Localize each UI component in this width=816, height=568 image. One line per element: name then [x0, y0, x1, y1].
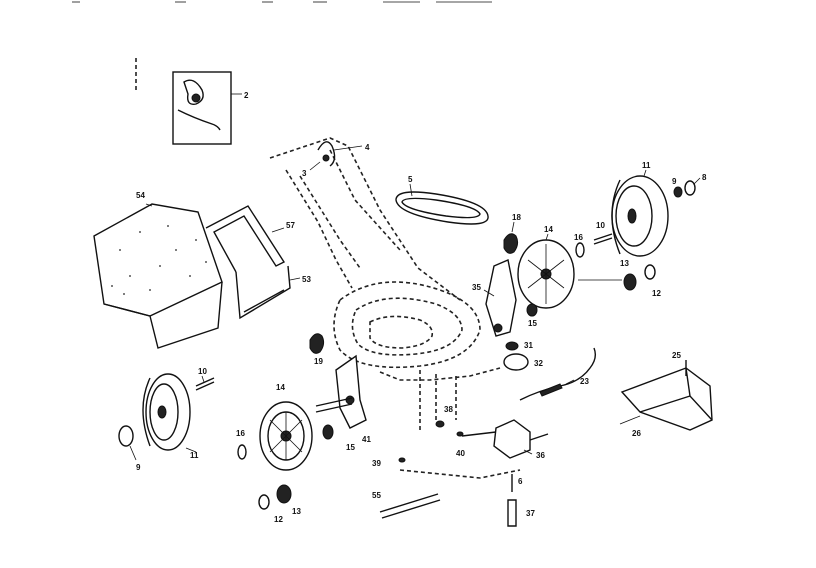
part-54-grass-bag	[93, 203, 223, 349]
part-57-53-bag-frame	[205, 205, 291, 320]
callout-32: 32	[534, 359, 543, 368]
part-15-right	[526, 303, 538, 317]
callout-11-left: 11	[190, 451, 199, 460]
callout-4: 4	[365, 143, 370, 152]
part-23-cable	[519, 347, 597, 401]
callout-23: 23	[580, 377, 589, 386]
callout-10-left: 10	[198, 367, 207, 376]
callout-57: 57	[286, 221, 295, 230]
right-gear-14	[517, 239, 575, 309]
callout-54: 54	[136, 191, 145, 200]
callout-labels: 2 4 3 5 11 8 9 10 16 14 13 12 18 35 15 3…	[136, 91, 707, 524]
callout-12-left: 12	[274, 515, 283, 524]
callout-25: 25	[672, 351, 681, 360]
parts-10-16-right	[575, 233, 613, 258]
parts-9-8-right	[673, 180, 696, 198]
callout-6: 6	[518, 477, 523, 486]
callout-38: 38	[444, 405, 453, 414]
left-wheel-11	[142, 373, 191, 451]
part-10-left	[195, 377, 215, 391]
top-edge-marks	[72, 1, 492, 90]
callout-13-left: 13	[292, 507, 301, 516]
part-13-12-left	[258, 484, 292, 510]
part-5-belt	[395, 191, 489, 225]
callout-15-left: 15	[346, 443, 355, 452]
left-height-adjuster	[315, 354, 367, 429]
part-31-32	[503, 341, 529, 371]
callout-5: 5	[408, 175, 413, 184]
callout-14-right: 14	[544, 225, 553, 234]
parts-38-39-40	[398, 420, 521, 479]
callout-39: 39	[372, 459, 381, 468]
callout-9-left: 9	[136, 463, 141, 472]
mower-deck	[333, 281, 501, 430]
callout-11-right: 11	[642, 161, 651, 170]
callout-55: 55	[372, 491, 381, 500]
callout-36: 36	[536, 451, 545, 460]
part-15-left	[322, 424, 334, 440]
callout-16-right: 16	[574, 233, 583, 242]
parts-13-12-right	[578, 264, 656, 291]
part-6-37	[507, 474, 517, 527]
callout-18: 18	[512, 213, 521, 222]
right-height-adjuster-35	[485, 259, 517, 337]
callout-10-right: 10	[596, 221, 605, 230]
handle-assembly	[269, 137, 461, 301]
callout-2: 2	[244, 91, 249, 100]
callout-12-right: 12	[652, 289, 661, 298]
part-18-spring	[503, 233, 519, 254]
part-36-transmission	[461, 419, 549, 459]
callout-40: 40	[456, 449, 465, 458]
callout-37: 37	[526, 509, 535, 518]
left-gear-14	[259, 401, 313, 471]
part-2-inset-box	[172, 71, 242, 145]
callout-16-left: 16	[236, 429, 245, 438]
part-25-26-chute	[620, 360, 713, 431]
callout-9-right: 9	[672, 177, 677, 186]
part-9-hubcap-left	[118, 425, 134, 447]
callout-3: 3	[302, 169, 307, 178]
callout-53: 53	[302, 275, 311, 284]
callout-35: 35	[472, 283, 481, 292]
callout-8: 8	[702, 173, 707, 182]
callout-26: 26	[632, 429, 641, 438]
callout-19: 19	[314, 357, 323, 366]
callout-13-right: 13	[620, 259, 629, 268]
callout-14-left: 14	[276, 383, 285, 392]
callout-41: 41	[362, 435, 371, 444]
part-19-spring	[309, 333, 325, 354]
leader-lines	[129, 145, 701, 461]
callout-31: 31	[524, 341, 533, 350]
part-55-rod	[379, 493, 441, 519]
part-16-washer-left	[237, 444, 247, 460]
right-wheel-11	[611, 175, 669, 257]
callout-15-right: 15	[528, 319, 537, 328]
